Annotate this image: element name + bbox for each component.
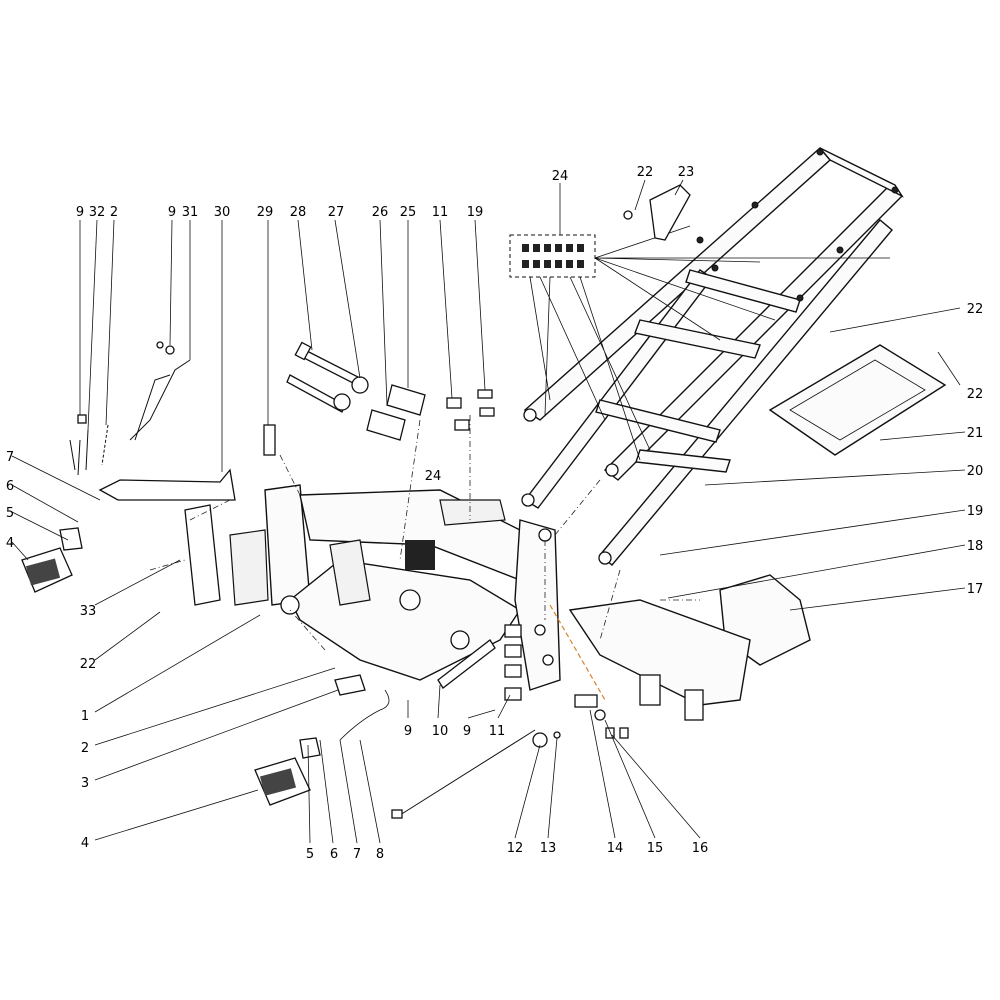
callout-22: 22: [80, 657, 97, 672]
callout-20: 20: [967, 464, 984, 479]
callout-13: 13: [540, 841, 557, 856]
bushings-11-lower: [504, 624, 522, 701]
bracket-23: [623, 184, 691, 241]
spacer-25-26: [366, 384, 426, 441]
callout-7: 7: [6, 450, 14, 465]
callout-labels: 9 32 2 9 31 30 29 28 27 26 25 11 19 24 2…: [6, 165, 983, 862]
callout-8: 8: [376, 847, 384, 862]
callout-9: 9: [76, 205, 84, 220]
small-hardware-12-16: [532, 694, 629, 748]
callout-28: 28: [290, 205, 307, 220]
callout-30: 30: [214, 205, 231, 220]
bolts-11-19-top: [446, 389, 495, 431]
small-parts-9-32-2: [69, 414, 109, 476]
bolt-27: [286, 374, 369, 413]
callout-9: 9: [168, 205, 176, 220]
fastener-kit-box: [509, 225, 890, 461]
callout-31: 31: [182, 205, 199, 220]
callout-4: 4: [81, 836, 89, 851]
callout-29: 29: [257, 205, 274, 220]
callout-6: 6: [6, 479, 14, 494]
callout-22: 22: [967, 302, 984, 317]
callout-14: 14: [607, 841, 624, 856]
callout-2: 2: [81, 741, 89, 756]
assembly-center-lines: [149, 415, 700, 701]
callout-23: 23: [678, 165, 695, 180]
callout-22: 22: [637, 165, 654, 180]
callout-5: 5: [6, 506, 14, 521]
bolt-28: [294, 341, 361, 386]
callout-9: 9: [404, 724, 412, 739]
callout-17: 17: [967, 582, 984, 597]
callout-7: 7: [353, 847, 361, 862]
callout-12: 12: [507, 841, 524, 856]
callout-26: 26: [372, 205, 389, 220]
callout-11: 11: [489, 724, 506, 739]
linkage-10: [437, 639, 496, 689]
callout-15: 15: [647, 841, 664, 856]
right-fog-lamp: [254, 674, 390, 806]
callout-5: 5: [306, 847, 314, 862]
callout-27: 27: [328, 205, 345, 220]
callout-22: 22: [967, 387, 984, 402]
control-cable: [391, 729, 536, 819]
callout-4: 4: [6, 536, 14, 551]
callout-19: 19: [967, 504, 984, 519]
callout-19: 19: [467, 205, 484, 220]
leader-lines: [11, 179, 966, 844]
bracket-31: [129, 341, 191, 441]
callout-24: 24: [552, 169, 569, 184]
callout-3: 3: [81, 776, 89, 791]
callout-25: 25: [400, 205, 417, 220]
front-lamp-bracket: [98, 468, 236, 606]
undertray: [568, 599, 751, 721]
pin-29: [263, 424, 276, 456]
callout-2: 2: [110, 205, 118, 220]
left-fog-lamp: [21, 527, 83, 593]
callout-32: 32: [89, 205, 106, 220]
callout-33: 33: [80, 604, 97, 619]
callout-1: 1: [81, 709, 89, 724]
callout-18: 18: [967, 539, 984, 554]
callout-11: 11: [432, 205, 449, 220]
rear-subframe: [521, 146, 904, 566]
callout-9: 9: [463, 724, 471, 739]
callout-24: 24: [425, 469, 442, 484]
rear-plate-21: [768, 344, 947, 456]
callout-16: 16: [692, 841, 709, 856]
callout-10: 10: [432, 724, 449, 739]
callout-21: 21: [967, 426, 984, 441]
main-frame: [229, 484, 561, 691]
callout-6: 6: [330, 847, 338, 862]
